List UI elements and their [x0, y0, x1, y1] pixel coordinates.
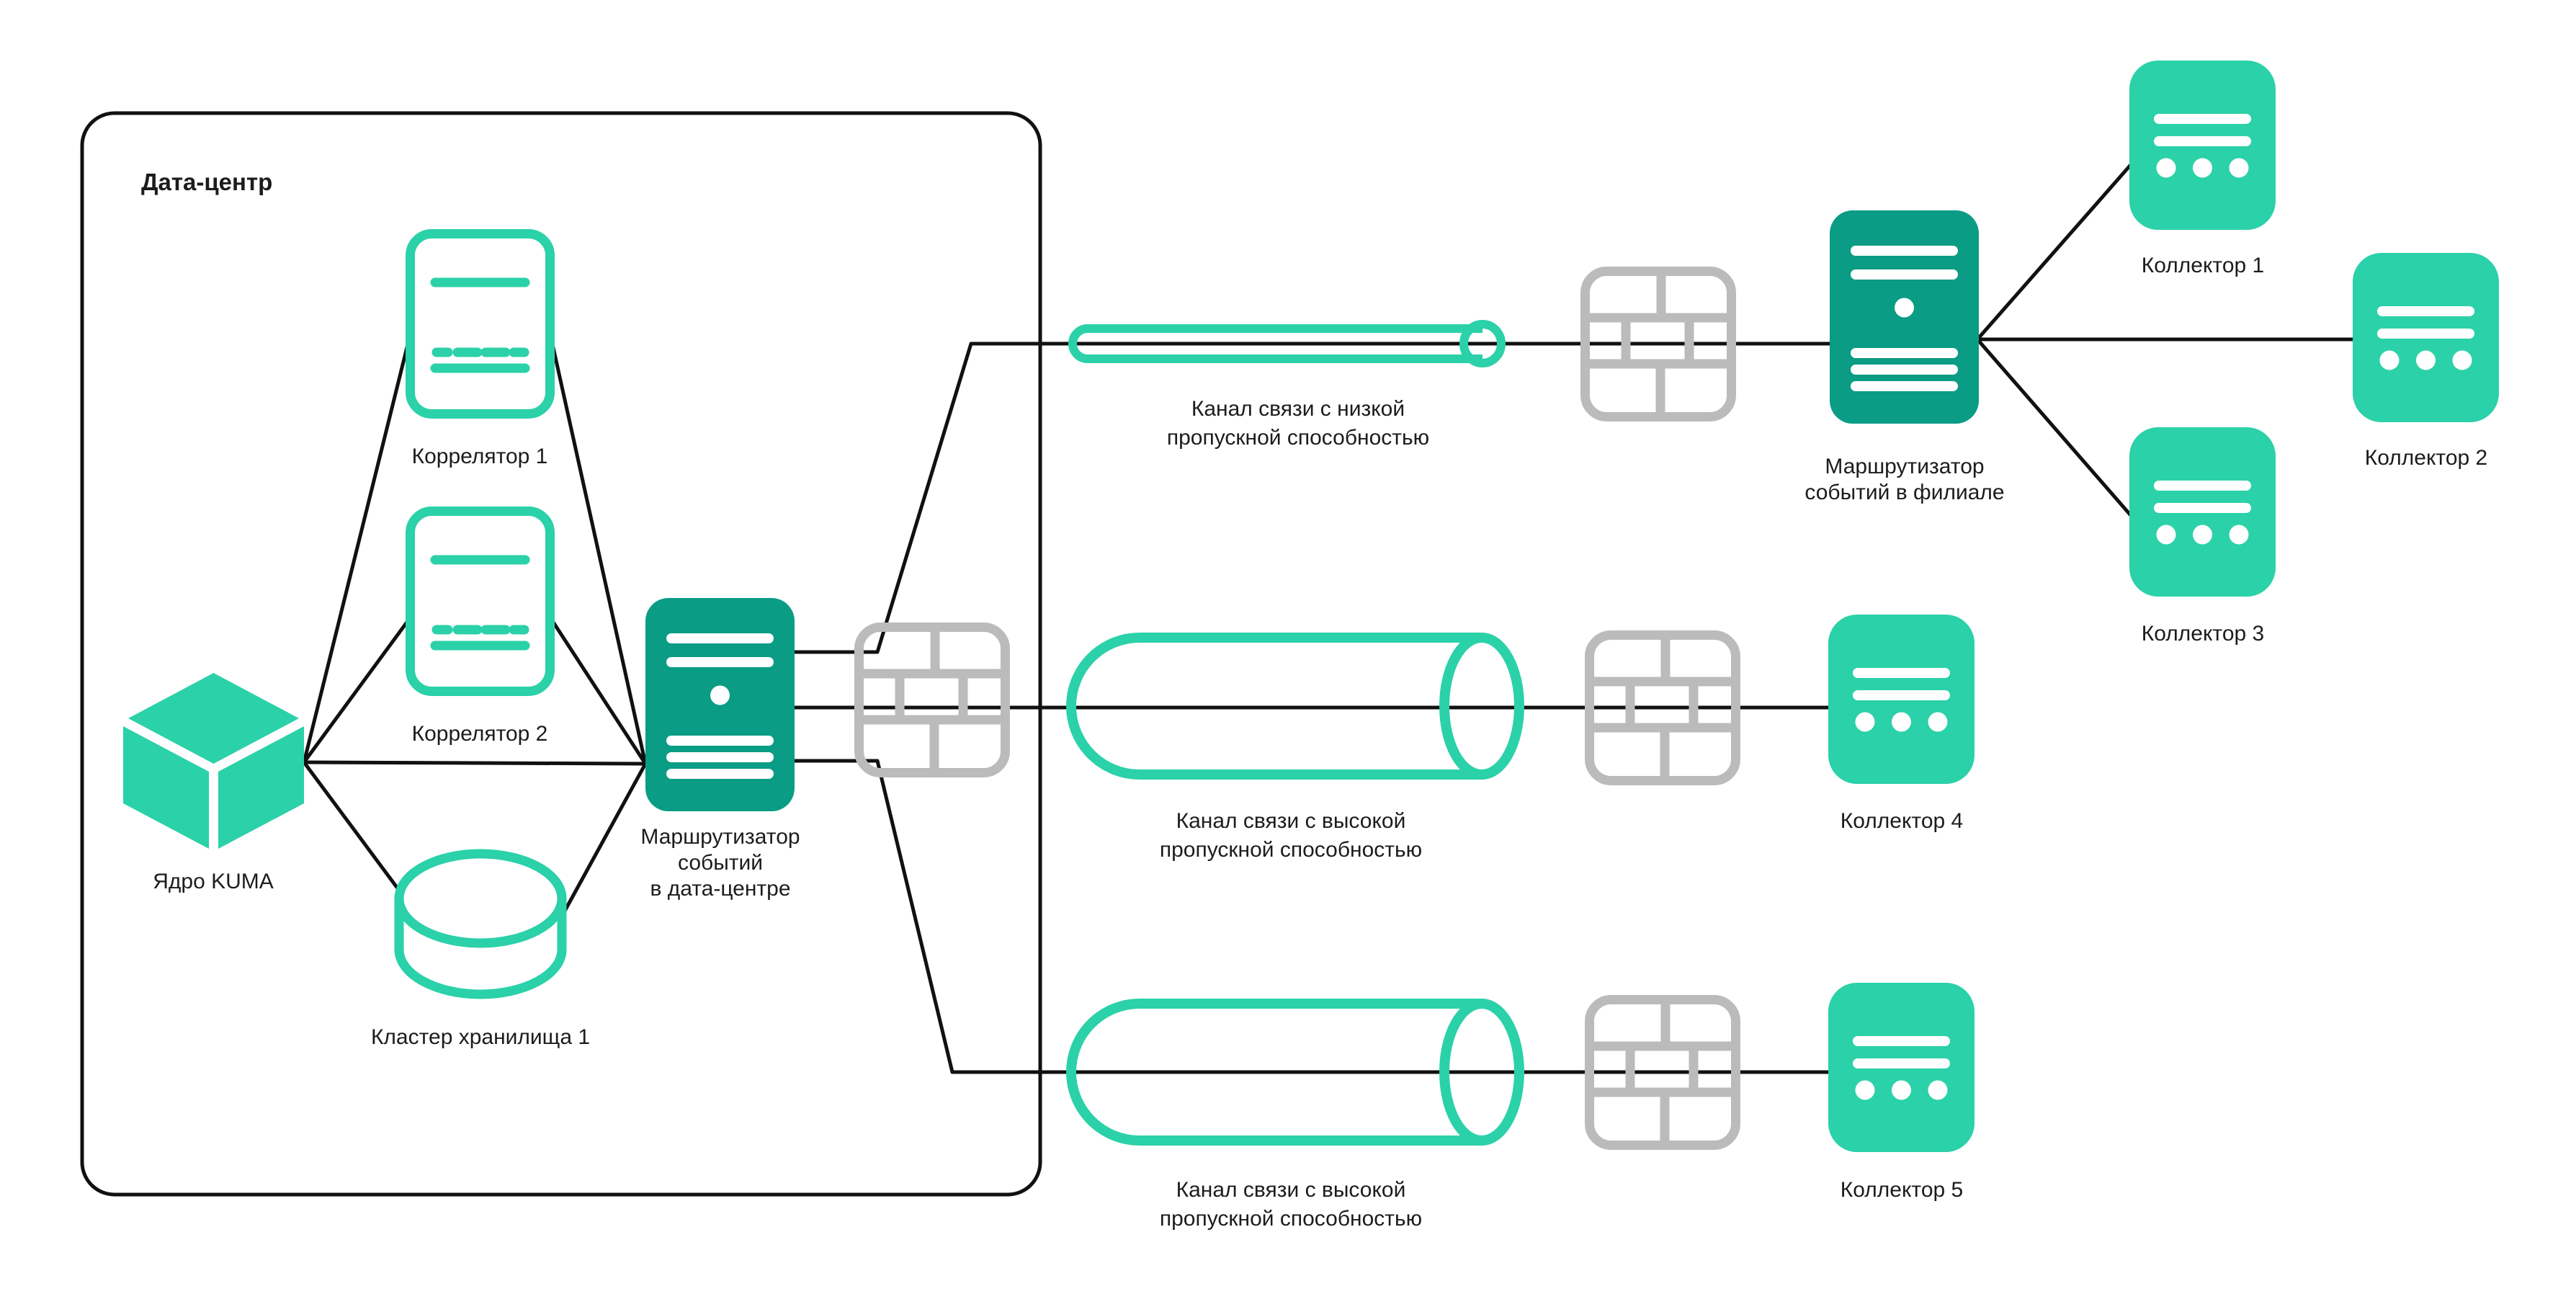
- correlator-2-icon: [411, 512, 550, 692]
- connection-lines: [302, 159, 2358, 1074]
- connector-low-bandwidth-route: [790, 342, 1833, 654]
- collector-2-icon: [2353, 253, 2499, 422]
- dc-event-router-label-line1: Маршрутизатор: [640, 825, 800, 849]
- low-bandwidth-channel-icon: [1068, 320, 1506, 367]
- branch-event-router-label-line2: событий в филиале: [1804, 481, 2004, 504]
- low-bandwidth-channel-label-line1: Канал связи с низкой: [1191, 397, 1405, 421]
- connector-correlator2-dc-router: [550, 619, 648, 766]
- collector-1-label: Коллектор 1: [2142, 254, 2264, 277]
- connector-core-correlator1: [302, 342, 410, 764]
- datacenter-group: Дата-центр Коррелятор 1 Коррелятор 2 Ядр…: [80, 111, 1042, 1197]
- high-bandwidth-channel-2-label-line1: Канал связи с высокой: [1176, 1178, 1406, 1202]
- datacenter-boundary: [80, 111, 1042, 1197]
- high-bandwidth-channel-1-label-line1: Канал связи с высокой: [1176, 809, 1406, 833]
- collector-3-label: Коллектор 3: [2142, 622, 2264, 646]
- dc-event-router-label-line3: в дата-центре: [650, 877, 790, 901]
- correlator-1-icon: [411, 234, 550, 414]
- connector-correlator1-dc-router: [550, 342, 648, 766]
- collector-4-label: Коллектор 4: [1841, 809, 1963, 833]
- high-bandwidth-channel-1-label-line2: пропускной способностью: [1160, 838, 1422, 862]
- branch-event-router-label-line1: Маршрутизатор: [1825, 455, 1984, 478]
- high-bandwidth-channel-2-label-line2: пропускной способностью: [1160, 1207, 1422, 1231]
- connector-storage-dc-router: [561, 762, 648, 916]
- connector-core-dc-router: [302, 760, 648, 766]
- branch-event-router-icon: [1830, 210, 1979, 424]
- collector-5-icon: [1828, 983, 1975, 1152]
- kuma-core-label: Ядро KUMA: [153, 870, 274, 893]
- storage-cluster-label: Кластер хранилища 1: [371, 1025, 590, 1049]
- low-bandwidth-channel-label-line2: пропускной способностью: [1167, 426, 1429, 450]
- kuma-core-icon: [123, 673, 304, 849]
- storage-cluster-icon: [394, 849, 567, 999]
- connector-core-correlator2: [302, 619, 410, 764]
- dc-event-router-icon: [645, 598, 795, 811]
- correlator-1-label: Коррелятор 1: [412, 445, 548, 468]
- connector-branch-router-collector3: [1975, 337, 2136, 521]
- channels-group: Канал связи с низкой пропускной способно…: [1068, 320, 1519, 1231]
- collector-1-icon: [2129, 61, 2276, 230]
- dc-firewall-icon: [859, 628, 1006, 773]
- connector-high-bandwidth-route-2: [790, 759, 1835, 1074]
- collector-3-icon: [2129, 427, 2276, 597]
- dc-event-router-label-line2: событий: [678, 851, 763, 875]
- correlator-2-label: Коррелятор 2: [412, 722, 548, 746]
- collector-5-label: Коллектор 5: [1841, 1178, 1963, 1202]
- connector-branch-router-collector1: [1975, 159, 2136, 342]
- collector-2-label: Коллектор 2: [2365, 446, 2487, 470]
- branch-group: Маршрутизатор событий в филиале Коллекто…: [1804, 61, 2499, 1202]
- collector-4-icon: [1828, 615, 1975, 784]
- datacenter-title: Дата-центр: [141, 169, 272, 195]
